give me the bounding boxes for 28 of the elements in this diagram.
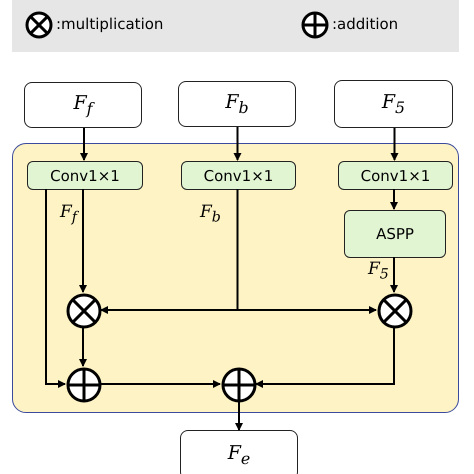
- arrow: [79, 189, 87, 293]
- arrow: [390, 128, 398, 161]
- arrow: [390, 257, 398, 293]
- multiply-node: [66, 293, 102, 329]
- conv-box: Conv1×1: [181, 161, 296, 190]
- arrow: [79, 328, 87, 367]
- arrow: [101, 380, 221, 388]
- add-node: [221, 367, 257, 403]
- legend-text: :addition: [332, 15, 398, 33]
- arrow: [255, 328, 395, 388]
- arrow: [80, 128, 88, 161]
- edge-label: F$_{f}$: [59, 203, 78, 226]
- output-box: F$_{e}$: [180, 430, 298, 474]
- legend-text: :multiplication: [56, 15, 164, 33]
- add-node: [66, 367, 102, 403]
- conv-box: Conv1×1: [338, 161, 453, 190]
- arrow: [234, 127, 242, 161]
- aspp-box: ASPP: [344, 210, 446, 258]
- multiply-node: [377, 293, 413, 329]
- feature-box: F$_{f}$: [24, 82, 142, 128]
- arrow: [236, 189, 377, 314]
- feature-box: F$_{5}$: [334, 80, 453, 128]
- arrow: [235, 402, 243, 431]
- module-panel: [12, 143, 459, 413]
- arrow: [45, 189, 66, 388]
- feature-box: F$_{b}$: [178, 81, 296, 127]
- arrow: [390, 189, 398, 210]
- conv-box: Conv1×1: [27, 161, 143, 190]
